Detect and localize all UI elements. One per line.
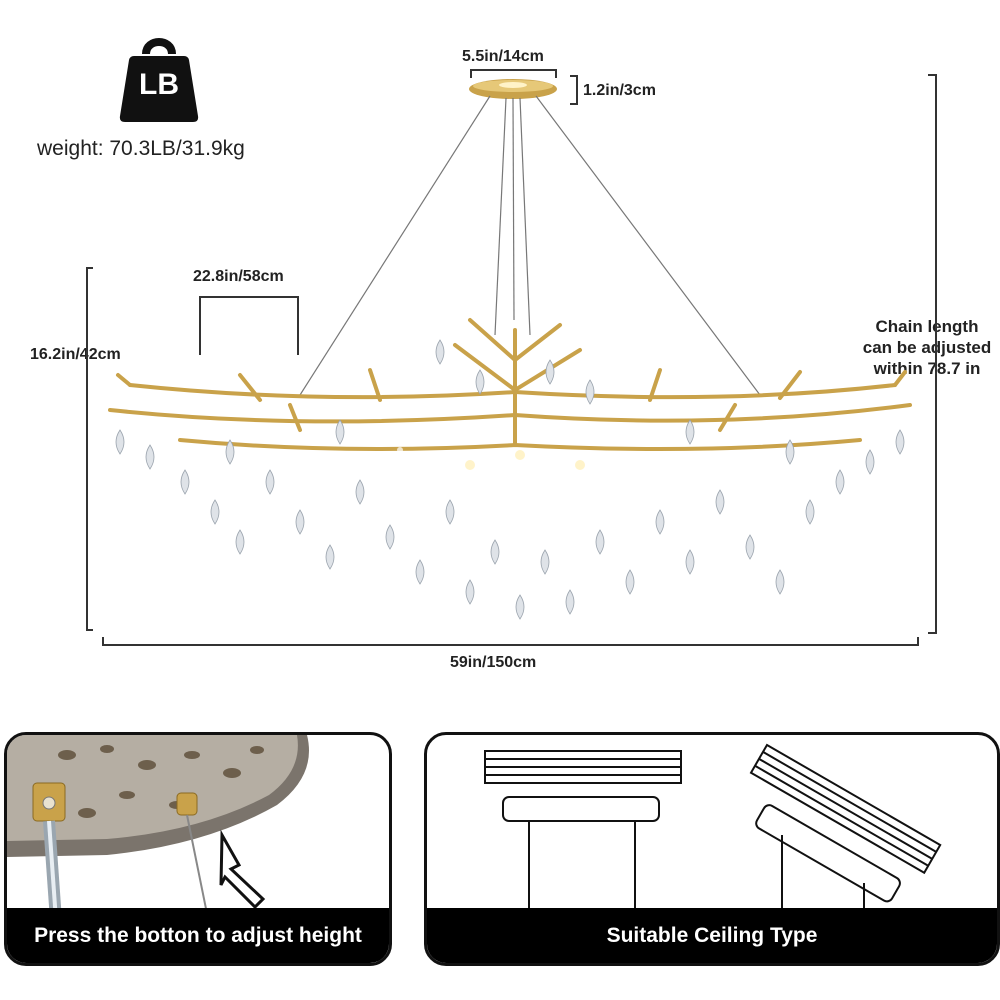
- ceiling-type-caption: Suitable Ceiling Type: [427, 908, 997, 963]
- chain-line-3: within 78.7 in: [873, 359, 981, 378]
- chandelier-illustration: [86, 69, 937, 646]
- height-adjust-caption: Press the botton to adjust height: [7, 908, 389, 963]
- total-width-label: 59in/150cm: [450, 654, 537, 671]
- dimension-lines: [86, 69, 937, 646]
- flat-ceiling: [484, 750, 682, 915]
- bulb-glow: [465, 450, 585, 470]
- weight-badge-label: LB: [139, 68, 179, 101]
- weight-text: weight: 70.3LB/31.9kg: [37, 137, 245, 160]
- ceiling-type-diagram: [484, 743, 942, 915]
- canopy: [469, 79, 557, 99]
- gold-branches: [108, 318, 912, 451]
- height-adjust-panel: Press the botton to adjust height: [4, 732, 392, 966]
- canopy-height-label: 1.2in/3cm: [583, 82, 656, 99]
- suspension-cables: [299, 95, 761, 396]
- chain-line-1: Chain length: [875, 317, 979, 336]
- body-height-label: 16.2in/42cm: [30, 346, 121, 363]
- weight-icon: [118, 32, 200, 124]
- canopy-diameter-label: 5.5in/14cm: [462, 48, 544, 65]
- branch-span-label: 22.8in/58cm: [193, 268, 284, 285]
- chain-line-2: can be adjusted: [862, 338, 992, 357]
- height-adjust-photo: [7, 735, 309, 963]
- sloped-ceiling: [749, 743, 942, 915]
- crystal-drops: [115, 339, 905, 620]
- ceiling-type-panel: Suitable Ceiling Type: [424, 732, 1000, 966]
- crystal-sparkles: [298, 428, 742, 473]
- chain-length-note: Chain length can be adjusted within 78.7…: [852, 316, 1000, 379]
